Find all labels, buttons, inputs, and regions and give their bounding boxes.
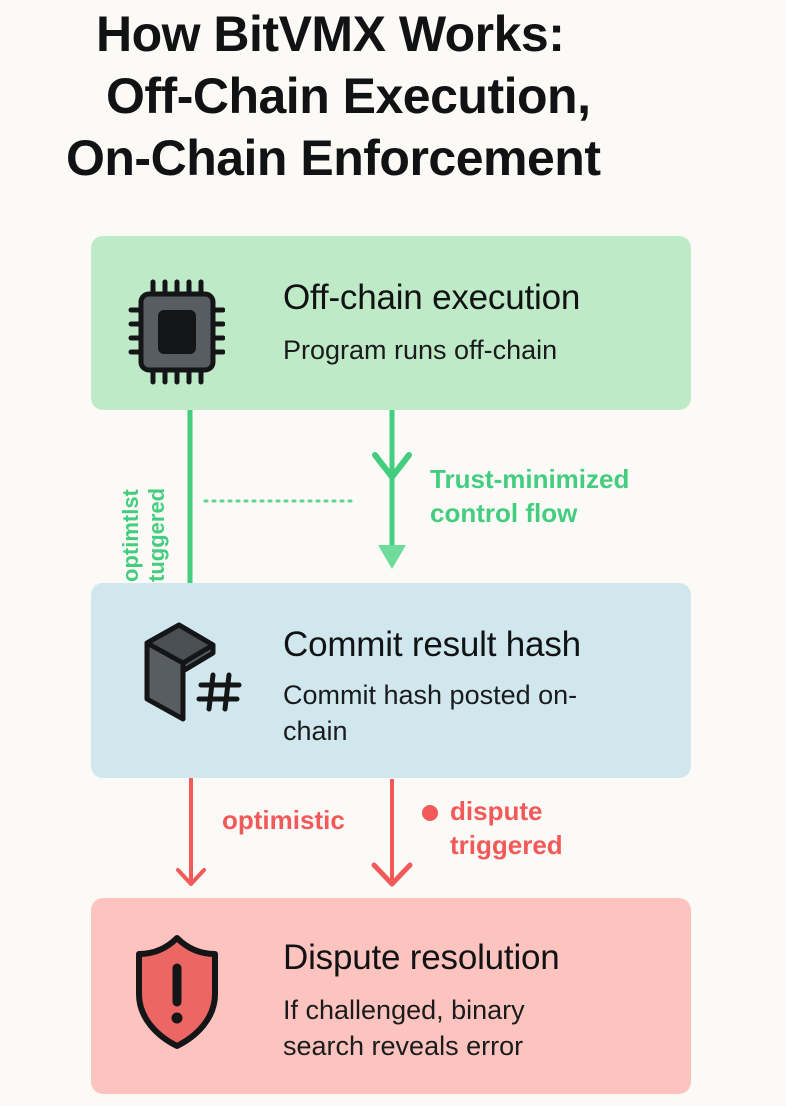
side-path-label: optimtlst tuggered	[118, 432, 268, 582]
step-heading: Off-chain execution	[283, 278, 581, 317]
dispute-label-line-1: dispute	[450, 796, 543, 826]
step-description: If challenged, binary search reveals err…	[283, 995, 525, 1061]
step-heading: Dispute resolution	[283, 938, 560, 977]
step-heading: Commit result hash	[283, 625, 581, 664]
control-flow-arrowhead-icon	[378, 545, 406, 569]
control-flow-label-line-2: control flow	[430, 498, 578, 528]
step-description: Program runs off-chain	[283, 335, 558, 365]
step-commit-result-hash: Commit result hash Commit hash posted on…	[91, 583, 691, 778]
control-flow-chevron-icon	[372, 452, 412, 480]
side-path-label-line-2: tuggered	[144, 487, 169, 582]
step-off-chain-execution: Off-chain execution Program runs off-cha…	[91, 236, 691, 410]
title-line-3: On-Chain Enforcement	[66, 130, 601, 186]
title-line-1: How BitVMX Works:	[96, 6, 565, 62]
step-description: Commit hash posted on-chain	[283, 680, 578, 746]
shield-alert-icon	[136, 935, 218, 1049]
hash-block-icon	[144, 622, 242, 722]
cpu-chip-icon	[128, 279, 225, 385]
dispute-arrowhead-icon	[371, 862, 413, 887]
control-flow-label-line-1: Trust-minimized	[430, 464, 630, 494]
dispute-dot-icon	[422, 805, 438, 821]
step-dispute-resolution: Dispute resolution If challenged, binary…	[91, 898, 691, 1094]
title-line-2: Off-Chain Execution,	[106, 68, 591, 124]
dispute-label-line-2: triggered	[450, 830, 563, 860]
optimistic-arrowhead-icon	[176, 868, 206, 886]
optimistic-label: optimistic	[222, 805, 345, 835]
side-path-label-line-1: optimtlst	[118, 489, 143, 582]
